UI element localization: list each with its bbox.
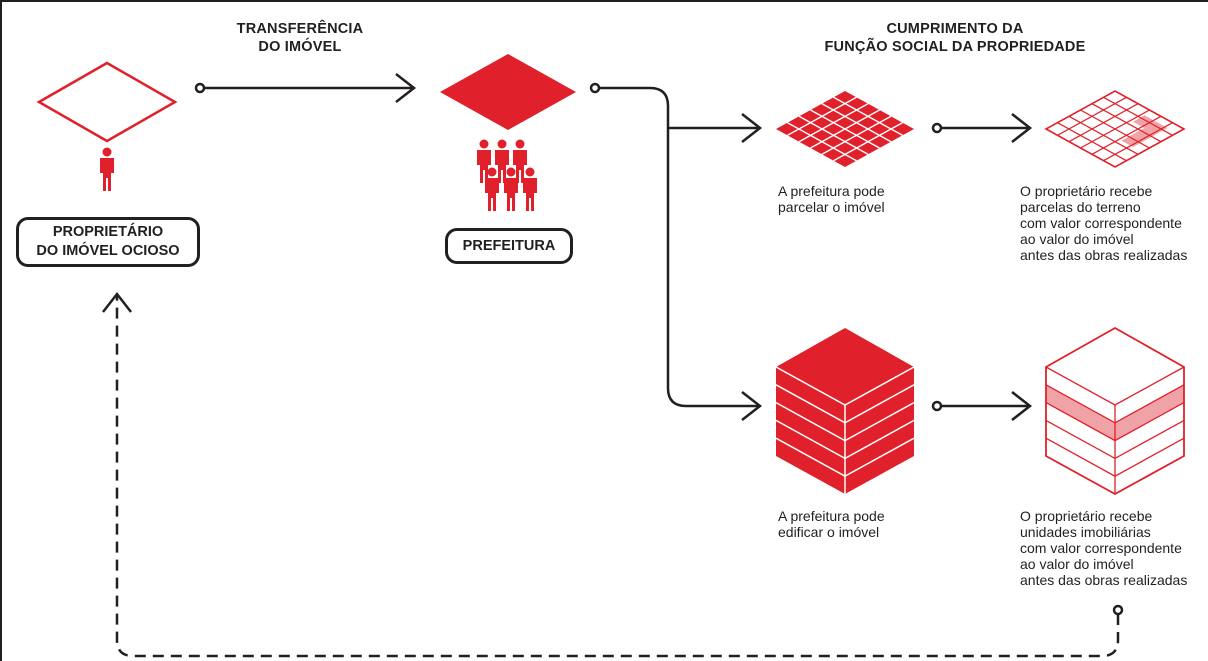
build-owner-line-2: unidades imobiliárias	[1020, 524, 1151, 540]
build-return-arrow	[931, 391, 1033, 421]
build-city-line-1: A prefeitura pode	[778, 508, 885, 524]
heading-transfer-line-1: TRANSFERÊNCIA	[236, 21, 364, 37]
build-owner-line-4: ao valor do imóvel	[1020, 556, 1134, 572]
building-outline-icon	[1045, 326, 1185, 496]
person-icon	[100, 147, 114, 191]
people-group-icon	[477, 139, 537, 211]
heading-transfer: TRANSFERÊNCIA DO IMÓVEL	[200, 20, 400, 56]
branch-arrows	[589, 82, 763, 421]
parcel-owner-line-2: parcelas do terreno	[1020, 199, 1141, 215]
parcel-return-arrow	[931, 113, 1033, 143]
build-owner-text: O proprietário recebe unidades imobiliár…	[1020, 508, 1187, 588]
transfer-arrow	[194, 73, 417, 103]
build-city-line-2: edificar o imóvel	[778, 524, 880, 540]
owner-box-line-2: DO IMÓVEL OCIOSO	[36, 243, 180, 259]
grid-parcel-icon	[776, 91, 914, 167]
city-box: PREFEITURA	[445, 228, 573, 264]
return-loop-dashed	[102, 291, 1124, 658]
property-outline-icon	[36, 61, 178, 143]
parcel-owner-line-5: antes das obras realizadas	[1020, 247, 1188, 263]
parcel-owner-line-4: ao valor do imóvel	[1020, 231, 1134, 247]
building-cube-icon	[775, 328, 915, 494]
build-owner-line-1: O proprietário recebe	[1020, 508, 1153, 524]
grid-outline-icon	[1044, 90, 1186, 168]
heading-transfer-line-2: DO IMÓVEL	[258, 39, 342, 55]
heading-social-function: CUMPRIMENTO DA FUNÇÃO SOCIAL DA PROPRIED…	[780, 20, 1130, 56]
build-owner-line-5: antes das obras realizadas	[1020, 572, 1188, 588]
owner-box: PROPRIETÁRIO DO IMÓVEL OCIOSO	[16, 217, 200, 267]
heading-social-line-2: FUNÇÃO SOCIAL DA PROPRIEDADE	[824, 39, 1086, 55]
city-box-label: PREFEITURA	[462, 237, 556, 254]
heading-social-line-1: CUMPRIMENTO DA	[886, 21, 1024, 37]
build-owner-line-3: com valor correspondente	[1020, 540, 1182, 556]
property-filled-icon	[440, 54, 576, 130]
parcel-city-line-1: A prefeitura pode	[778, 183, 885, 199]
parcel-city-line-2: parcelar o imóvel	[778, 199, 885, 215]
parcel-owner-line-3: com valor correspondente	[1020, 215, 1182, 231]
owner-box-line-1: PROPRIETÁRIO	[52, 224, 164, 240]
build-city-text: A prefeitura pode edificar o imóvel	[778, 508, 885, 540]
parcel-owner-text: O proprietário recebe parcelas do terren…	[1020, 183, 1187, 263]
parcel-city-text: A prefeitura pode parcelar o imóvel	[778, 183, 885, 215]
parcel-owner-line-1: O proprietário recebe	[1020, 183, 1153, 199]
